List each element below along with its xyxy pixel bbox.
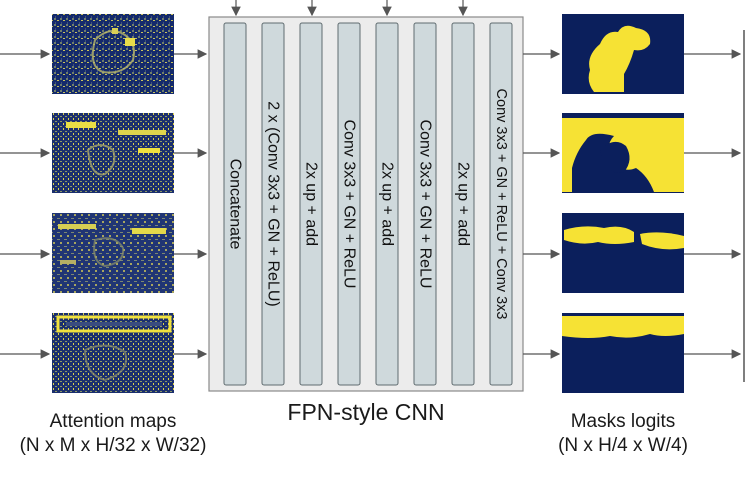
input-arrows: [0, 49, 51, 359]
output-arrows: [684, 49, 742, 359]
masks-logits-shape: (N x H/4 x W/4): [558, 435, 688, 456]
attention-to-cnn-arrows: [174, 49, 208, 359]
cnn-title: FPN-style CNN: [287, 399, 445, 425]
mask-logit-4: [562, 313, 684, 393]
cnn-layer-8: Conv 3x3 + GN + ReLU + Conv 3x3: [489, 22, 513, 386]
cnn-layer-4-label: Conv 3x3 + GN + ReLU: [341, 120, 358, 289]
cnn-layer-8-label: Conv 3x3 + GN + ReLU + Conv 3x3: [493, 89, 509, 320]
skip-connection-arrows: [231, 0, 468, 17]
cnn-to-mask-arrows: [523, 49, 561, 359]
masks-logits-label: Masks logits: [570, 411, 676, 432]
attention-maps-caption: Attention maps (N x M x H/32 x W/32): [0, 410, 226, 458]
attention-map-2: [52, 113, 174, 193]
cnn-layer-3: 2x up + add: [299, 22, 323, 386]
attention-map-3: [52, 213, 174, 293]
attention-map-4: [52, 313, 174, 393]
cnn-layer-2-label: 2 x (Conv 3x3 + GN + ReLU): [265, 101, 282, 306]
mask-logit-2: [562, 113, 684, 193]
masks-logits-caption: Masks logits (N x H/4 x W/4): [536, 410, 710, 458]
attention-maps-label: Attention maps: [49, 411, 177, 432]
attention-map-1: [52, 14, 174, 94]
cnn-layer-7: 2x up + add: [451, 22, 475, 386]
cnn-layer-1-label: Concatenate: [227, 159, 244, 250]
cnn-layer-4: Conv 3x3 + GN + ReLU: [337, 22, 361, 386]
cnn-layer-6-label: Conv 3x3 + GN + ReLU: [417, 120, 434, 289]
cnn-layers: Concatenate 2 x (Conv 3x3 + GN + ReLU) 2…: [223, 22, 513, 386]
cnn-layer-5: 2x up + add: [375, 22, 399, 386]
cnn-layer-1: Concatenate: [223, 22, 247, 386]
cnn-box: [208, 16, 524, 392]
cnn-layer-6: Conv 3x3 + GN + ReLU: [413, 22, 437, 386]
cnn-layer-7-label: 2x up + add: [455, 162, 472, 246]
attention-maps-shape: (N x M x H/32 x W/32): [19, 435, 207, 456]
mask-logit-1: [562, 14, 684, 94]
cnn-layer-2: 2 x (Conv 3x3 + GN + ReLU): [261, 22, 285, 386]
cnn-caption: FPN-style CNN: [209, 398, 523, 426]
cnn-layer-5-label: 2x up + add: [379, 162, 396, 246]
mask-logit-3: [562, 213, 684, 293]
cnn-layer-3-label: 2x up + add: [303, 162, 320, 246]
